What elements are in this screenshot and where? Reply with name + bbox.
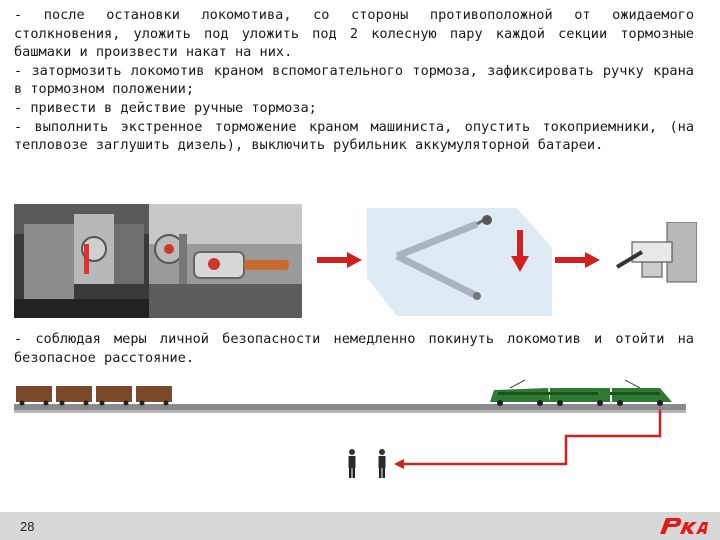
step-auxiliary-brake: - затормозить локомотив краном вспомогат… — [14, 62, 694, 98]
evacuation-path — [402, 410, 662, 466]
instruction-text-top: - после остановки локомотива, со стороны… — [14, 6, 694, 155]
step-leave-locomotive: - соблюдая меры личной безопасности неме… — [14, 331, 694, 366]
page-number: 28 — [20, 519, 35, 534]
rzd-logo — [660, 518, 708, 534]
battery-switch-diagram — [615, 222, 697, 283]
step-emergency-braking: - выполнить экстренное торможение краном… — [14, 118, 694, 154]
track-scene — [14, 379, 686, 478]
rail-track — [14, 404, 686, 410]
step-hand-brakes: - привести в действие ручные тормоза; — [14, 99, 317, 116]
brake-valve-photo — [14, 204, 149, 318]
people-figures — [348, 449, 386, 478]
flow-arrow-1 — [317, 252, 362, 268]
instruction-text-bottom: - соблюдая меры личной безопасности неме… — [14, 330, 694, 367]
slide-footer: 28 — [0, 512, 720, 540]
crane-handle-photo — [149, 204, 302, 318]
flow-arrow-2 — [555, 252, 600, 268]
freight-wagons — [16, 386, 172, 406]
handle-diagram — [367, 208, 552, 316]
step-wheel-chocks: - после остановки локомотива, со стороны… — [14, 7, 694, 61]
electric-locomotive — [490, 379, 672, 406]
